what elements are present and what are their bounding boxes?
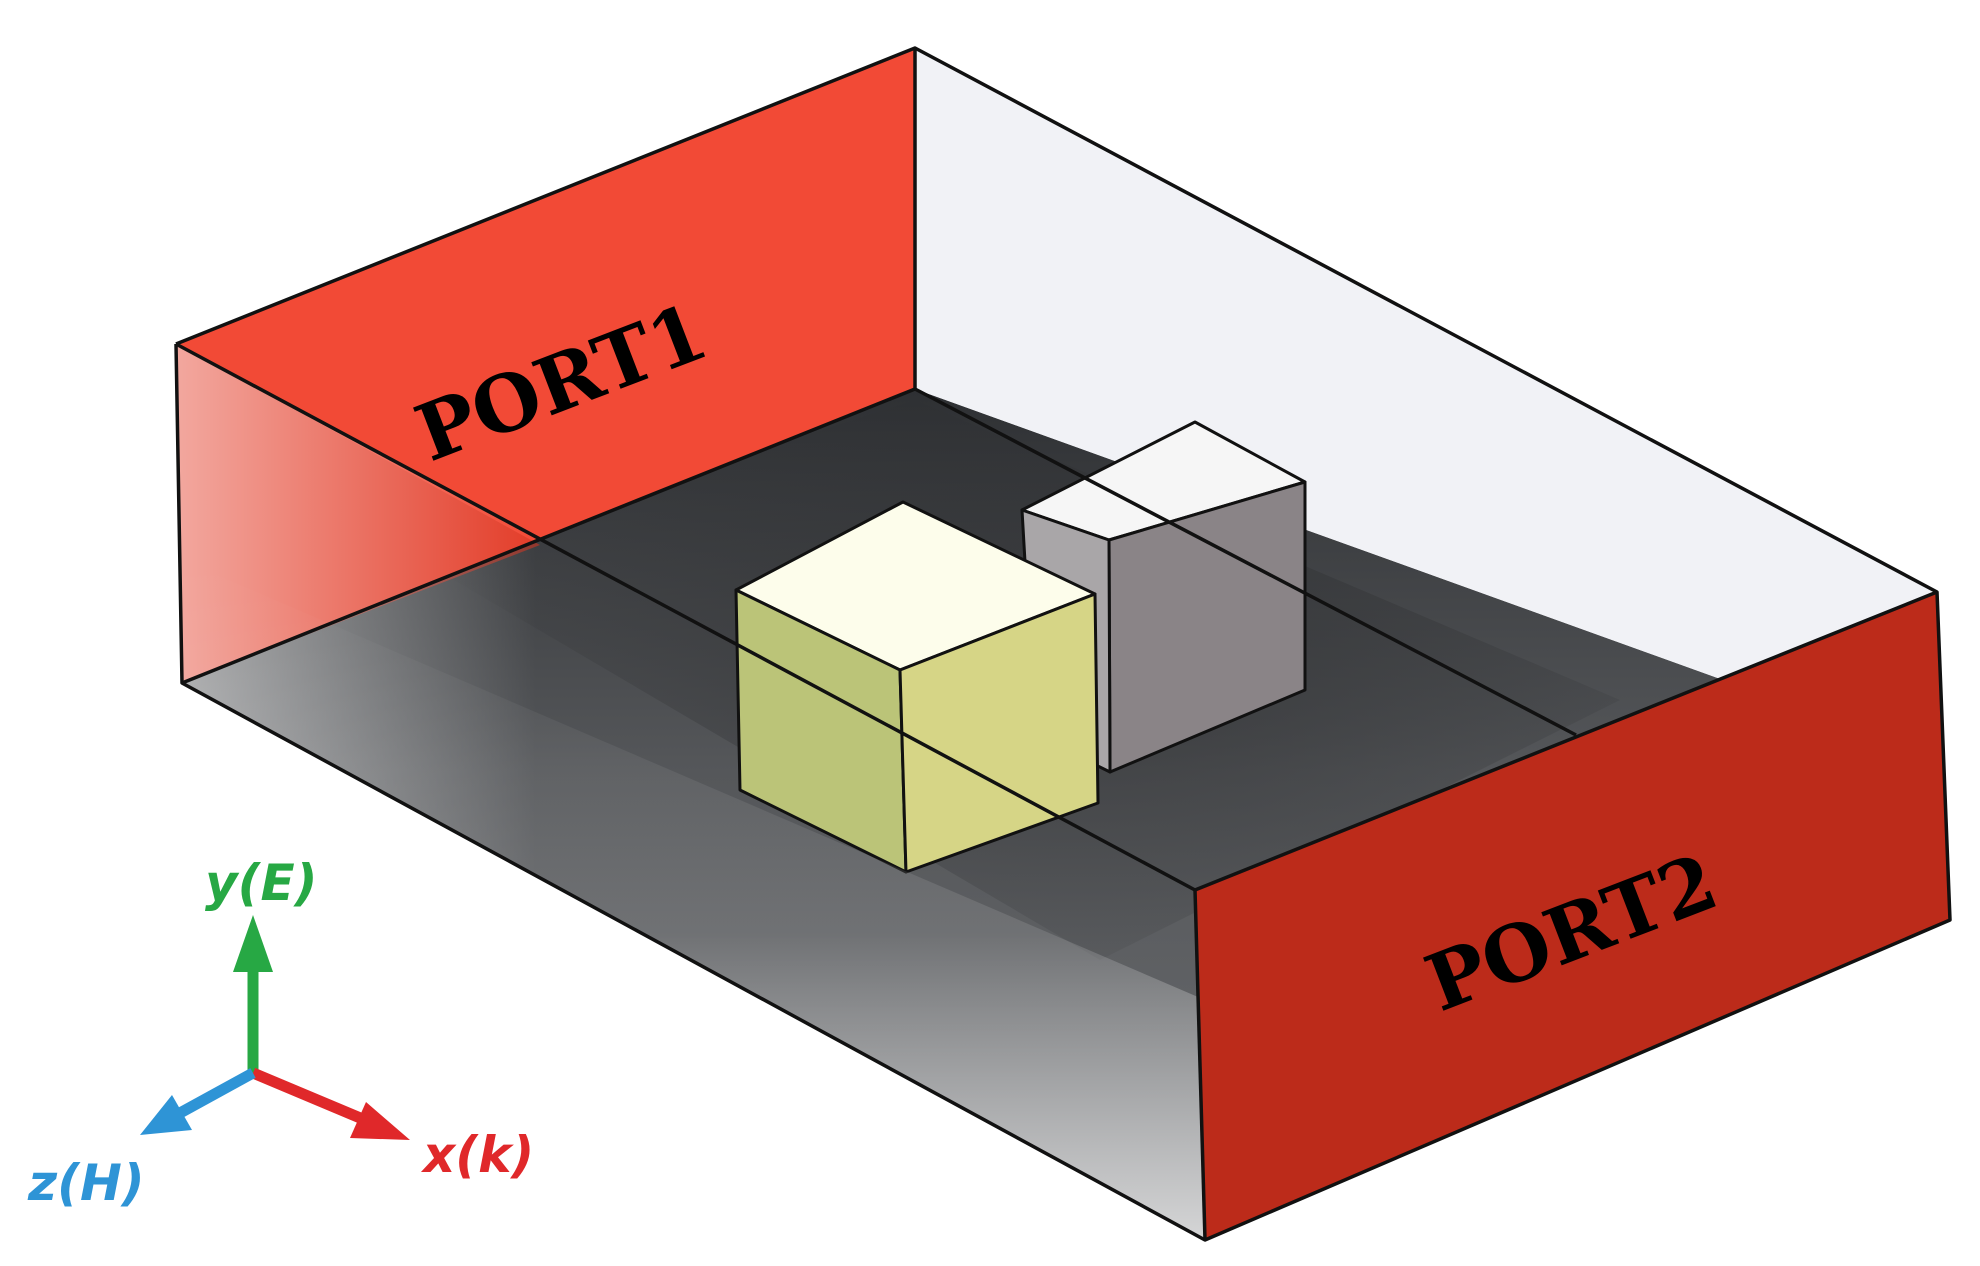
back-wall <box>915 48 1937 757</box>
axis-y-label: y(E) <box>205 854 317 912</box>
axis-x-arrow-icon <box>350 1102 410 1140</box>
box-edges <box>174 46 1952 1242</box>
axis-y-arrow-icon <box>233 915 273 972</box>
port2-wall-face <box>1195 592 1950 1240</box>
axis-x-line <box>250 1067 368 1126</box>
axes-triad <box>140 915 410 1140</box>
axis-z-arrow-icon <box>140 1095 192 1135</box>
axis-z-line <box>177 1068 256 1118</box>
front-wall-fade <box>182 560 1205 1240</box>
axis-x-label: x(k) <box>420 1126 534 1184</box>
axis-z-label: z(H) <box>27 1154 145 1212</box>
